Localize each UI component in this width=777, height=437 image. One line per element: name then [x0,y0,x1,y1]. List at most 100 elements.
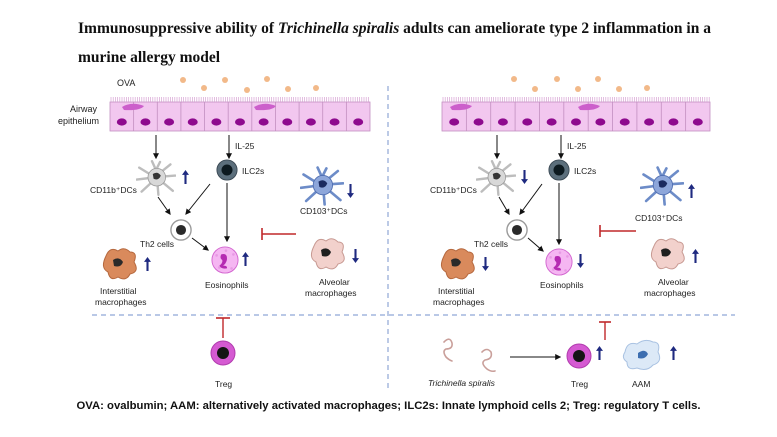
goblet-cell [254,103,276,111]
epithelial-nucleus [187,118,198,126]
epithelial-nucleus [522,118,533,126]
arrow-ilc2-to-th2 [185,183,211,215]
footer-legend: OVA: ovalbumin; AAM: alternatively activ… [76,400,701,412]
epithelial-nucleus [235,118,245,126]
aam-up-arrow [670,346,677,360]
title-part2: adults can ameliorate type 2 inflammatio… [78,20,711,66]
epithelial-nucleus [571,118,581,126]
th2-label-right: Th2 cells [474,239,508,249]
eosinophil-cell [211,246,239,274]
th2-cell-right [506,219,528,241]
epithelial-nucleus [353,118,364,126]
epithelial-nucleus [546,118,557,126]
alveolar-label-line1-right: Alveolar [658,277,689,287]
epithelial-nucleus [164,118,175,126]
ova-particles [180,76,319,93]
ilc2-cell-right [548,159,570,181]
cd103-dcs-label-right: CD103⁺DCs [635,213,682,223]
airway-epithelium [109,97,371,132]
th2-label: Th2 cells [140,239,174,249]
epithelial-nucleus [305,118,316,126]
interstitial-down-arrow-right [482,257,489,271]
airway-epithelium-right [441,97,711,132]
title-part1: Immunosuppressive ability of [78,20,278,37]
epithelial-nucleus [619,118,630,126]
goblet-cell [122,103,144,111]
epithelial-nucleus [473,118,484,126]
il25-label-right: IL-25 [567,141,587,151]
treg-label-right: Treg [571,379,588,389]
aam-label: AAM [632,379,650,389]
title-italic: Trichinella spiralis [277,20,400,37]
cd11b-dc-cell-right [476,160,516,196]
alveolar-label-line2: macrophages [305,288,357,298]
epithelial-nucleus [497,118,508,126]
cd103-dc-cell-right [640,166,684,206]
alveolar-label-line2-right: macrophages [644,288,696,298]
arrow-cd11b-to-th2 [157,196,171,215]
cd103-up-arrow-right [688,184,695,198]
arrow-th2-to-eos [191,237,209,251]
ilc2-cell [216,159,238,181]
cd103-dcs-label: CD103⁺DCs [300,206,347,216]
cd11b-dcs-label: CD11b⁺DCs [90,185,137,195]
ilc2s-label-right: ILC2s [574,166,596,176]
interstitial-up-arrow [144,257,151,271]
epithelial-nucleus [140,118,151,126]
cd103-down-arrow [347,184,354,198]
alveolar-macrophage-cell [310,238,345,270]
left-panel: OVA Airway epithelium IL-25 CD11b⁺DCs IL… [58,76,371,389]
interstitial-macrophage-cell [102,248,137,280]
cd11b-dc-cell [136,160,176,196]
eosinophils-label: Eosinophils [205,280,248,290]
epithelial-nucleus [692,118,703,126]
epithelial-nucleus [258,118,269,126]
eosinophils-label-right: Eosinophils [540,280,583,290]
airway-label-line2: epithelium [58,116,99,126]
arrow-ilc2-to-th2-right [519,183,543,215]
eosinophil-cell-right [545,248,573,276]
arrow-cd11b-to-th2-right [498,196,510,216]
trichinella-worms [443,338,496,373]
treg-label-left: Treg [215,379,232,389]
treg-cell-right [566,343,592,369]
epithelial-nucleus [449,118,460,126]
epithelial-nucleus [595,118,606,126]
alveolar-macrophage-cell-right [650,238,685,270]
epithelial-nucleus [644,118,655,126]
airway-label-line1: Airway [70,104,98,114]
goblet-cell [578,103,600,111]
epithelial-nucleus [211,118,222,126]
treg-up-arrow-right [596,346,603,360]
aam-cell [622,339,661,370]
eos-down-arrow-right [577,254,584,268]
treg-cell-left [210,340,236,366]
ova-particles-right [511,76,650,92]
alveolar-down-arrow [352,249,359,263]
cd11b-down-arrow-right [521,170,528,184]
cd103-dc-cell [300,166,344,206]
interstitial-label-line1: Interstitial [100,286,136,296]
right-panel: IL-25 CD11b⁺DCs ILC2s CD103⁺DCs Th2 cell… [428,76,711,389]
interstitial-macrophage-cell-right [440,248,475,280]
epithelial-nucleus [668,118,679,126]
interstitial-label-line2: macrophages [95,297,147,307]
figure-title: Immunosuppressive ability of Trichinella… [78,14,738,72]
cd11b-dcs-label-right: CD11b⁺DCs [430,185,477,195]
epithelial-nucleus [329,118,340,126]
ova-label: OVA [117,78,135,88]
alveolar-label-line1: Alveolar [319,277,350,287]
alveolar-up-arrow-right [692,249,699,263]
interstitial-label-line2-right: macrophages [433,297,485,307]
ilc2s-label: ILC2s [242,166,264,176]
il25-label: IL-25 [235,141,255,151]
cd11b-up-arrow [182,170,189,184]
arrow-th2-to-eos-right [527,237,544,252]
epithelial-nucleus [116,118,127,126]
goblet-cell [450,103,472,111]
trichinella-label: Trichinella spiralis [428,378,496,388]
interstitial-label-line1-right: Interstitial [438,286,474,296]
th2-cell [170,219,192,241]
eos-up-arrow [242,252,249,266]
